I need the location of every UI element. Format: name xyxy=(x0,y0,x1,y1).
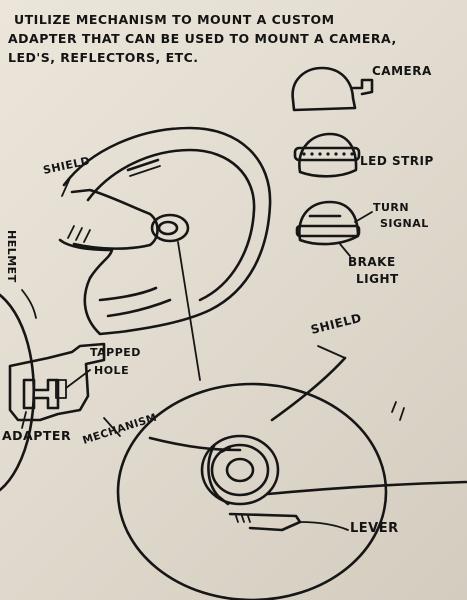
camera-label: CAMERA xyxy=(372,64,432,78)
turn-signal-label-2: SIGNAL xyxy=(380,217,429,230)
detail-circle xyxy=(116,345,467,600)
led-strip-label: LED STRIP xyxy=(360,154,434,168)
adapter-drawing xyxy=(0,289,121,492)
lever-label: LEVER xyxy=(350,521,399,536)
led-strip-accessory xyxy=(293,132,361,178)
tapped-hole-label-1: TAPPED xyxy=(90,346,141,359)
title-line-2: ADAPTER THAT CAN BE USED TO MOUNT A CAME… xyxy=(8,31,397,46)
shield-label-top: SHIELD xyxy=(42,154,92,177)
camera-accessory xyxy=(291,66,374,112)
turn-signal-label-1: TURN xyxy=(373,201,409,214)
tapped-hole-label-2: HOLE xyxy=(94,364,129,377)
turn-signal-accessory xyxy=(295,200,373,257)
title-line-1: UTILIZE MECHANISM TO MOUNT A CUSTOM xyxy=(14,12,335,27)
helmet-drawing xyxy=(58,126,272,336)
shield-label-bottom: SHIELD xyxy=(309,311,363,337)
mechanism-label: MECHANISM xyxy=(81,412,158,447)
brake-light-label-2: LIGHT xyxy=(356,272,399,286)
title-line-3: LED'S, REFLECTORS, ETC. xyxy=(8,50,199,65)
brake-light-label-1: BRAKE xyxy=(348,255,396,269)
helmet-label: HELMET xyxy=(5,230,18,283)
adapter-label: ADAPTER xyxy=(2,428,71,443)
detail-leader-line xyxy=(177,241,201,381)
